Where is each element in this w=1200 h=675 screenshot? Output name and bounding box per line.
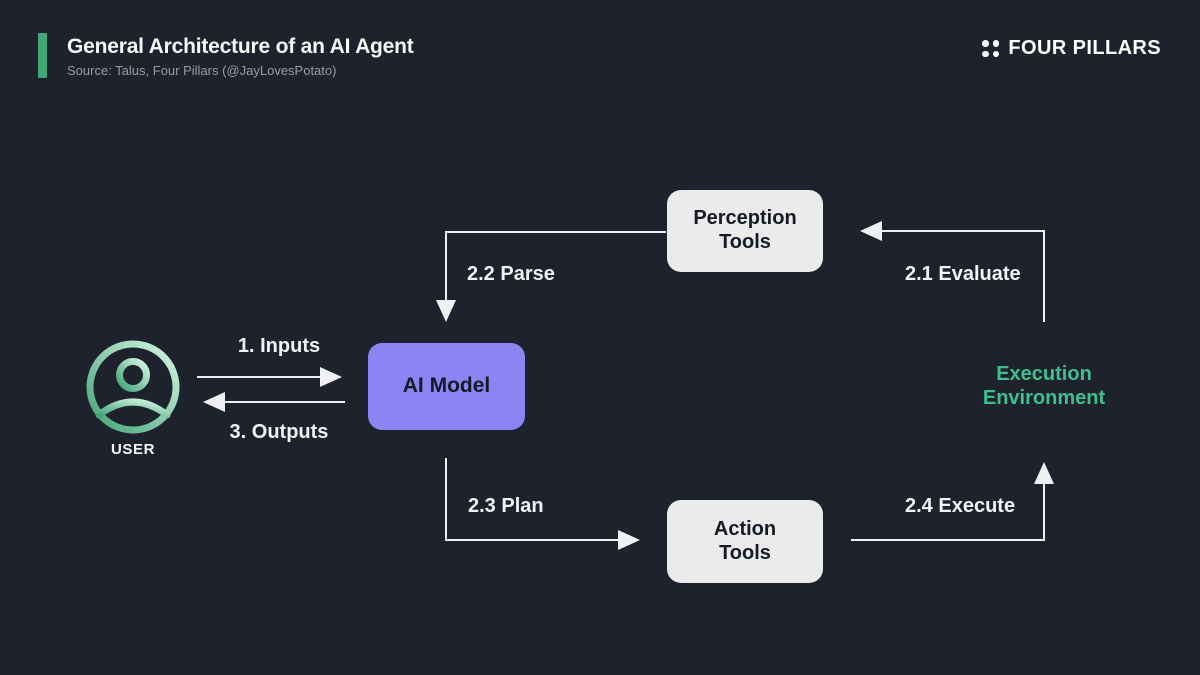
page-title: General Architecture of an AI Agent <box>67 35 414 58</box>
node-action-tools: Action Tools <box>667 500 823 583</box>
flow-label-plan: 2.3 Plan <box>468 495 544 517</box>
arrow-parse <box>436 231 666 322</box>
flow-label-execute: 2.4 Execute <box>905 495 1016 517</box>
node-ai-model: AI Model <box>368 343 525 430</box>
flow-label-evaluate: 2.1 Evaluate <box>905 263 1021 285</box>
user-label: USER <box>110 441 156 458</box>
node-perception-tools: Perception Tools <box>667 190 823 272</box>
four-dots-icon <box>982 40 1000 57</box>
node-execution-environment: Execution Environment <box>982 363 1106 410</box>
brand-name: FOUR PILLARS <box>1008 37 1161 59</box>
title-accent-bar <box>38 33 47 78</box>
arrow-plan <box>445 458 640 550</box>
user-icon <box>86 340 180 434</box>
arrow-execute <box>851 462 1054 541</box>
arrow-evaluate <box>860 221 1045 322</box>
flow-label-outputs: 3. Outputs <box>229 421 329 443</box>
brand-logo: FOUR PILLARS <box>982 37 1161 60</box>
flow-label-inputs: 1. Inputs <box>237 335 321 357</box>
source-attribution: Source: Talus, Four Pillars (@JayLovesPo… <box>67 63 337 78</box>
flow-label-parse: 2.2 Parse <box>467 263 555 285</box>
